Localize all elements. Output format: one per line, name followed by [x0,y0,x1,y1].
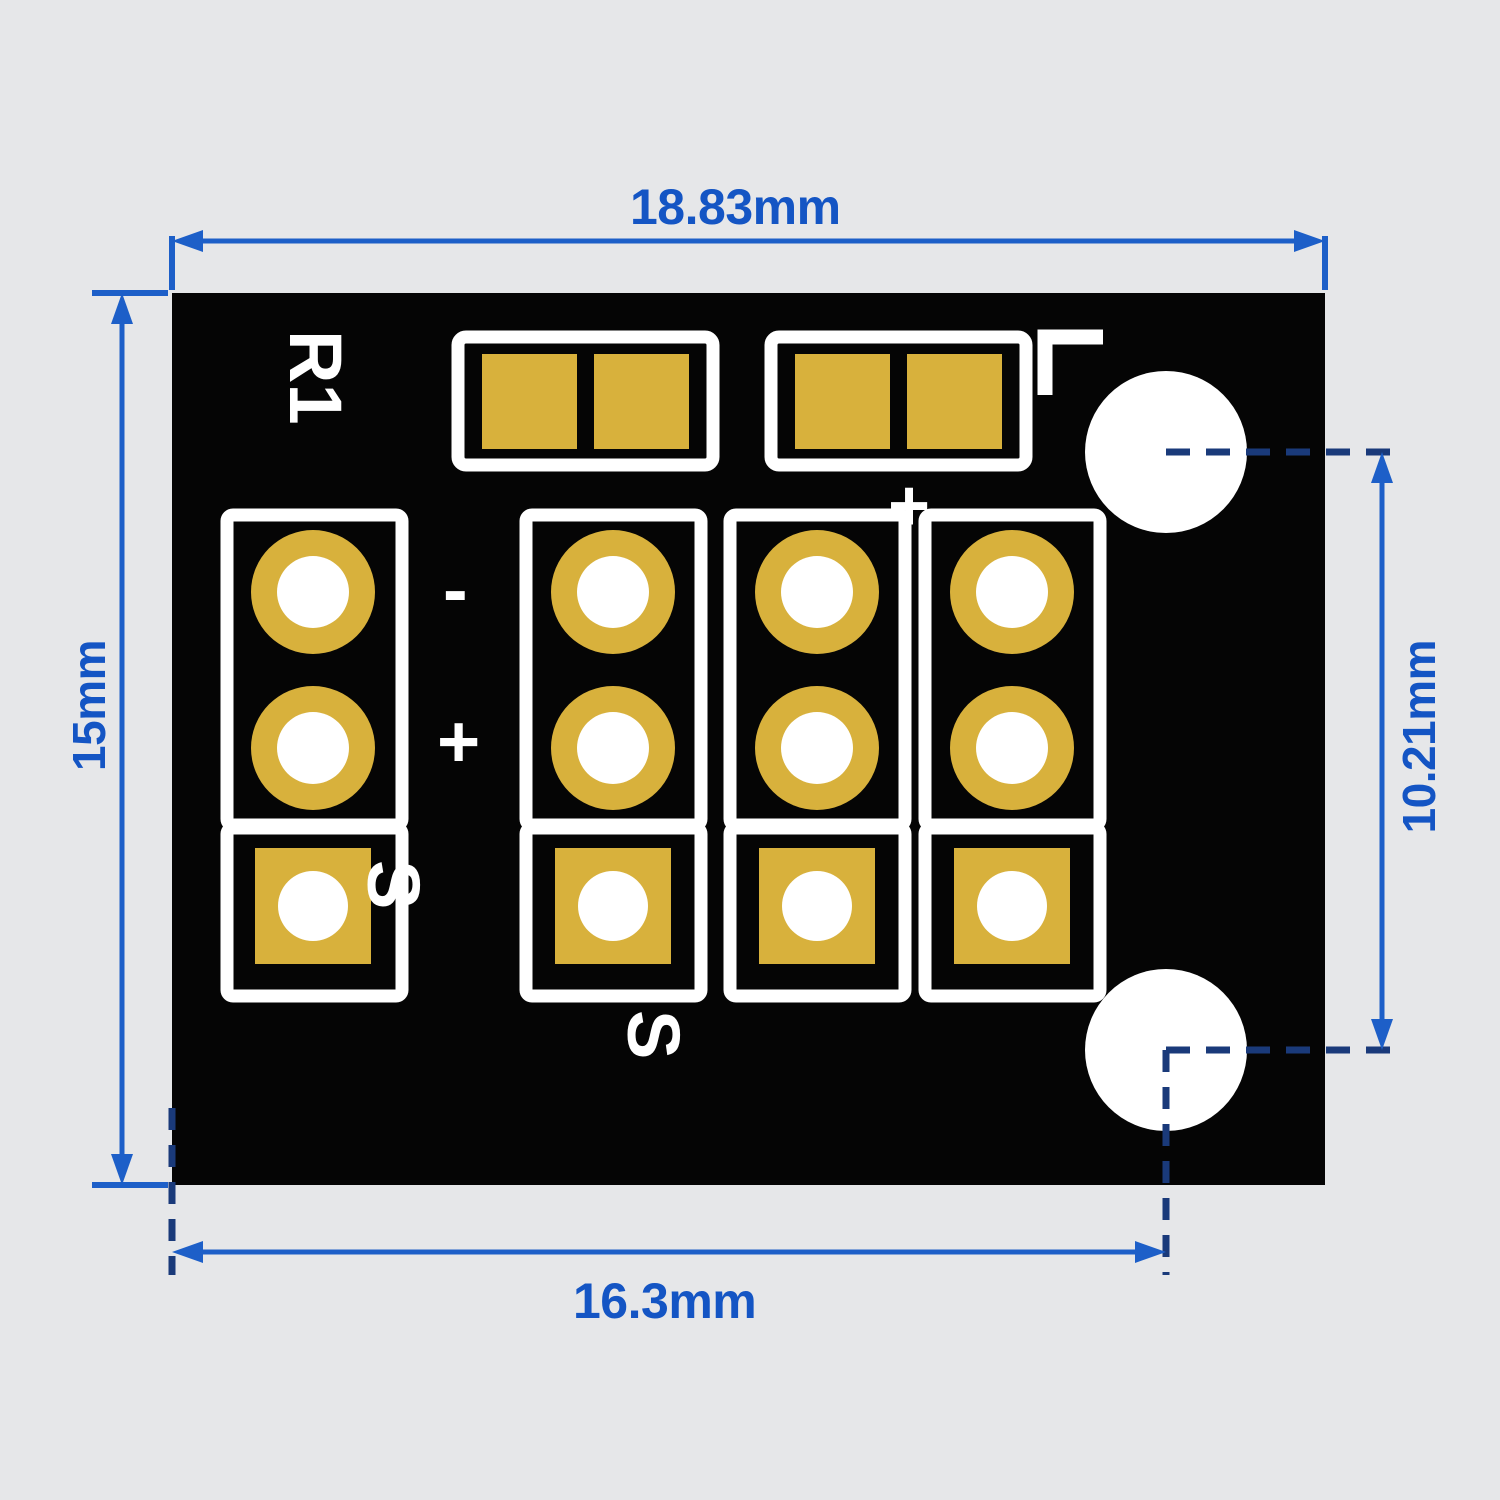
smd-footprint-right [764,330,1033,472]
pad-c3-r3-hole [782,871,852,941]
dimension-label-right: 10.21mm [1393,640,1445,834]
pad-column-4 [918,508,1107,1003]
smd-footprint-r1-outline [451,330,720,472]
corner-marker-l-icon [1037,329,1103,395]
pad-c2-r3-hole [578,871,648,941]
pad-c4-r2-hole [976,712,1048,784]
pad-c4-r3-hole [977,871,1047,941]
dimension-label-top: 18.83mm [630,179,841,235]
silk-label-plus-top-text: + [888,466,931,546]
smd-pad-right-b [907,354,1002,449]
dimension-label-bottom: 16.3mm [573,1273,757,1329]
dimension-bottom [172,1241,1166,1263]
dimension-left [92,290,168,1188]
dimension-right [1371,452,1393,1050]
pad-c3-r2-hole [781,712,853,784]
silk-label-s-left: S [352,860,435,909]
silk-label-plus-left-text: + [437,700,481,783]
silk-label-minus-text: - [443,548,468,631]
pad-c4-r1-hole [976,556,1048,628]
pad-column-3-outline-lower [723,821,912,1003]
pad-column-2-outline-lower [519,821,708,1003]
pad-c3-r1-hole [781,556,853,628]
smd-pad-r1-b [594,354,689,449]
dimension-top [169,230,1328,290]
smd-footprint-r1 [451,330,720,472]
dimension-bottom-extensions [168,1050,1170,1275]
pad-c1-r2-hole [277,712,349,784]
silk-label-s-left-text: S [352,860,435,910]
pad-column-1-outline-lower [220,821,409,1003]
pad-column-4-outline-lower [918,821,1107,1003]
silk-label-minus: - [443,553,468,627]
smd-pad-r1-a [482,354,577,449]
pad-column-3 [723,508,912,1003]
pad-c1-r1-hole [277,556,349,628]
pad-column-1 [220,508,409,1003]
silk-label-plus-left: + [437,705,480,779]
smd-footprint-right-outline [764,330,1033,472]
smd-pad-right-a [795,354,890,449]
pad-c1-r3-hole [278,871,348,941]
dimension-label-left: 15mm [63,640,115,771]
silk-label-plus-top: + [888,470,930,542]
silk-label-s-bottom-text: S [612,1010,695,1060]
pad-column-2 [519,508,708,1003]
pad-c2-r2-hole [577,712,649,784]
pad-c2-r1-hole [577,556,649,628]
silk-label-s-bottom: S [612,1010,695,1059]
silk-label-r1: R1 [274,330,357,425]
silk-label-r1-text: R1 [274,330,357,425]
